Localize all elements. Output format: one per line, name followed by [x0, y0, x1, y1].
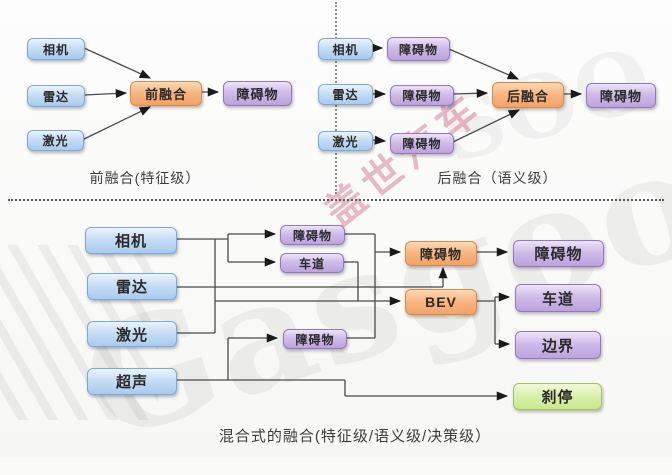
late-camera-node: 相机 [318, 38, 373, 60]
late-fusion-node: 后融合 [492, 82, 564, 108]
early-camera-node: 相机 [27, 38, 85, 60]
late-radar-node: 雷达 [318, 84, 373, 105]
late-obstacle-out-node: 障碍物 [586, 83, 656, 108]
hybrid-ultrasonic-node: 超声 [87, 368, 177, 395]
hybrid-obs-camera-node: 障碍物 [280, 225, 345, 245]
early-fusion-node: 前融合 [130, 81, 202, 106]
late-fusion-caption: 后融合（语义级） [437, 170, 558, 186]
hybrid-obs-laser-node: 障碍物 [283, 329, 347, 349]
early-laser-node: 激光 [27, 130, 84, 151]
early-radar-node: 雷达 [27, 85, 85, 107]
late-obs-camera-node: 障碍物 [387, 37, 450, 61]
late-obs-laser-node: 障碍物 [390, 133, 454, 154]
late-obs-radar-node: 障碍物 [390, 85, 454, 106]
hybrid-laser-node: 激光 [87, 321, 177, 347]
hybrid-obstacle-out-node: 障碍物 [513, 240, 604, 267]
early-fusion-caption: 前融合(特征级） [89, 170, 201, 186]
horizontal-dotted-divider [8, 199, 664, 201]
hybrid-camera-node: 相机 [85, 227, 177, 254]
hybrid-lane-mid-node: 车道 [280, 253, 344, 273]
connector-lines [81, 43, 583, 401]
hybrid-boundary-out-node: 边界 [515, 331, 601, 359]
hybrid-bev-node: BEV [405, 289, 477, 315]
hybrid-radar-node: 雷达 [87, 273, 177, 300]
early-obstacle-node: 障碍物 [223, 81, 292, 106]
hybrid-fusion-caption: 混合式的融合(特征级/语义级/决策级） [218, 428, 492, 445]
hybrid-lane-out-node: 车道 [515, 284, 601, 312]
late-laser-node: 激光 [318, 131, 373, 151]
hybrid-obs-fusion-node: 障碍物 [405, 241, 477, 266]
hybrid-brake-node: 刹停 [513, 383, 602, 410]
